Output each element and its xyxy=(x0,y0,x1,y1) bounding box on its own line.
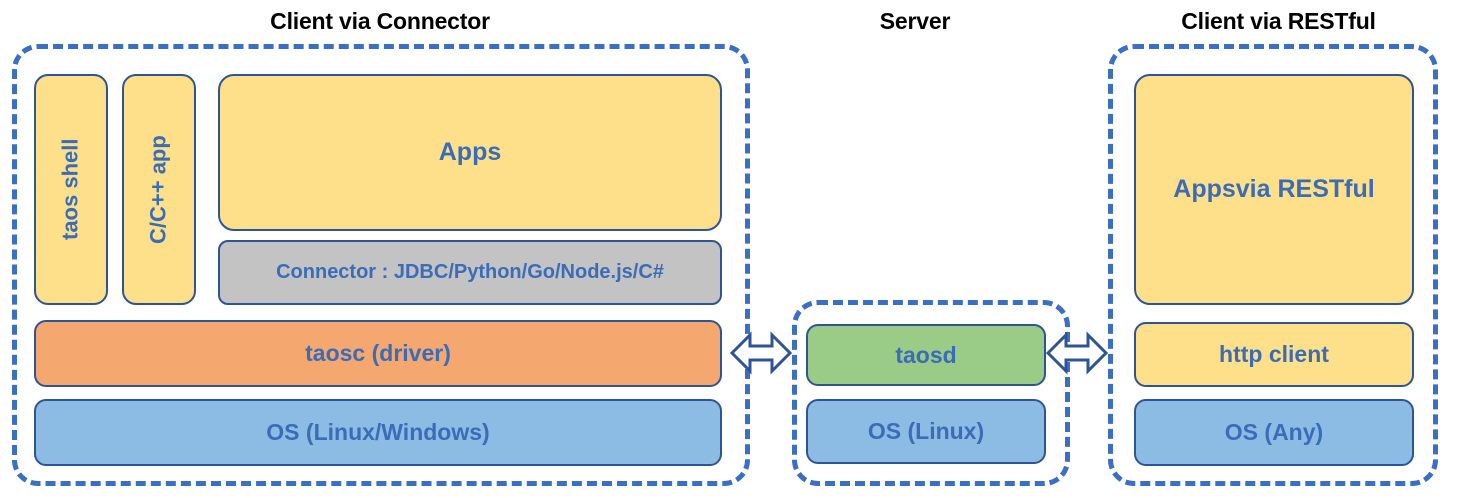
box-apps-via-restful-line1: Apps xyxy=(1173,175,1236,204)
group-client-via-restful xyxy=(1108,44,1438,486)
box-apps-via-restful-line2: via RESTful xyxy=(1235,175,1375,204)
section-title-client-via-restful: Client via RESTful xyxy=(1181,8,1376,34)
box-taosc-driver[interactable]: taosc (driver) xyxy=(34,320,722,387)
box-os-linux[interactable]: OS (Linux) xyxy=(806,399,1046,464)
box-connector-list[interactable]: Connector : JDBC/Python/Go/Node.js/C# xyxy=(218,240,722,305)
box-os-any[interactable]: OS (Any) xyxy=(1134,399,1414,466)
section-title-server: Server xyxy=(879,8,951,34)
box-apps[interactable]: Apps xyxy=(218,74,722,231)
box-http-client[interactable]: http client xyxy=(1134,322,1414,387)
group-server xyxy=(792,300,1070,486)
box-taos-shell[interactable]: taos shell xyxy=(34,74,108,305)
double-arrow-icon-server-restful xyxy=(1045,322,1109,384)
section-title-client-via-connector: Client via Connector xyxy=(270,8,490,34)
box-c-cpp-app[interactable]: C/C++ app xyxy=(122,74,196,305)
box-apps-via-restful[interactable]: Apps via RESTful xyxy=(1134,74,1414,305)
double-arrow-icon-client-server xyxy=(729,322,793,384)
box-taosd[interactable]: taosd xyxy=(806,324,1046,386)
group-client-via-connector xyxy=(12,44,750,486)
box-os-linux-windows[interactable]: OS (Linux/Windows) xyxy=(34,399,722,466)
